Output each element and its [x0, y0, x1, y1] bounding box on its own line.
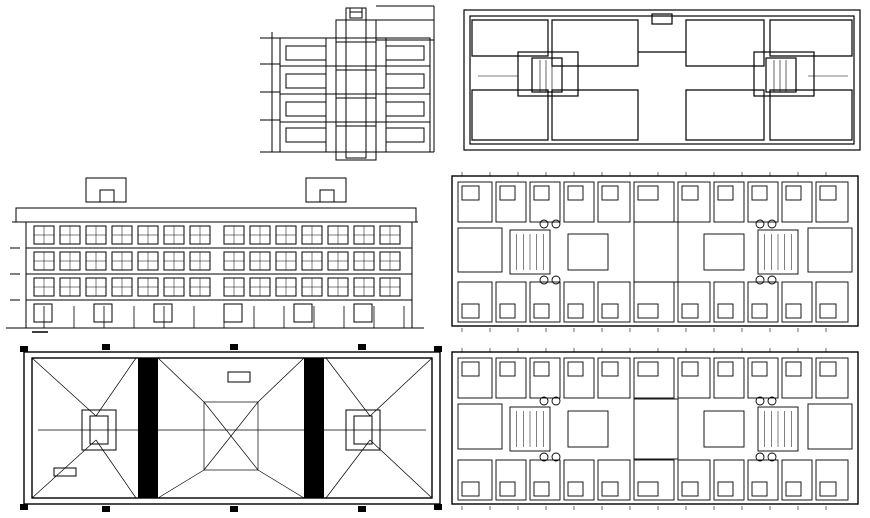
terrace-plan: [18, 342, 446, 514]
roof-plan-top: [458, 6, 866, 156]
typical-floor-plan-lower: [448, 346, 864, 512]
front-elevation: [4, 176, 426, 334]
typical-floor-plan-upper: [448, 170, 864, 334]
side-elevation: [258, 2, 444, 162]
